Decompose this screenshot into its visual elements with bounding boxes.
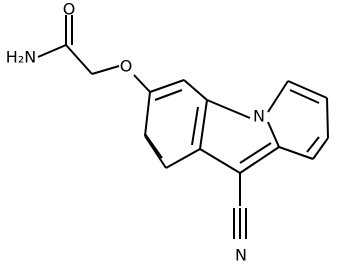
- benzene-double-bond-c1-c2: [144, 133, 163, 159]
- amide-nitrogen-label: H₂N: [6, 48, 36, 67]
- pyridine-bond-c8-c9: [312, 137, 329, 160]
- pyridine-bond-c9-c10a: [278, 146, 314, 160]
- oxygen-aryl-bond: [133, 74, 151, 93]
- nitrile-nitrogen-label: N: [235, 246, 247, 265]
- benzene-bond-c4a-c9a: [199, 99, 208, 150]
- five-ring-double-bond-c10-c10a: [239, 142, 272, 164]
- amide-oxygen-label: O: [63, 0, 76, 19]
- five-ring-bond-c10-c10a: [239, 146, 280, 174]
- pyridine-double-bond-c8-c9: [306, 136, 320, 153]
- amide-cc-bond: [65, 44, 93, 75]
- amide-cn-bond: [37, 44, 67, 58]
- benzene-double-bond-c3-c4: [154, 89, 183, 101]
- benzene-bond-c4-c4a: [183, 79, 208, 101]
- benzene-bond-c9a-c1: [165, 148, 201, 169]
- five-ring-bond-n-c10a: [267, 121, 280, 148]
- five-ring-bond-c9a-c10: [199, 148, 241, 174]
- methylene-oxygen-bond: [91, 65, 120, 75]
- benzene-bond-c3-c4: [149, 79, 185, 93]
- pyridine-bond-n-c6: [267, 80, 289, 113]
- benzene-bond-c2-c3: [144, 91, 151, 137]
- benzene-bond-c1-c2: [144, 135, 167, 169]
- pyridine-bond-c7-c8: [326, 97, 329, 139]
- benzene-double-bond-c4a-c9a: [191, 106, 199, 146]
- pyridine-bond-c6-c7: [287, 80, 328, 99]
- pyridine-double-bond-c6-c7: [289, 89, 320, 104]
- atom-labels: O H₂N O N N: [6, 0, 265, 265]
- ether-oxygen-label: O: [120, 57, 133, 76]
- five-ring-bond-c4a-n: [206, 99, 251, 119]
- ring-nitrogen-label: N: [253, 107, 265, 126]
- bonds: [37, 15, 329, 239]
